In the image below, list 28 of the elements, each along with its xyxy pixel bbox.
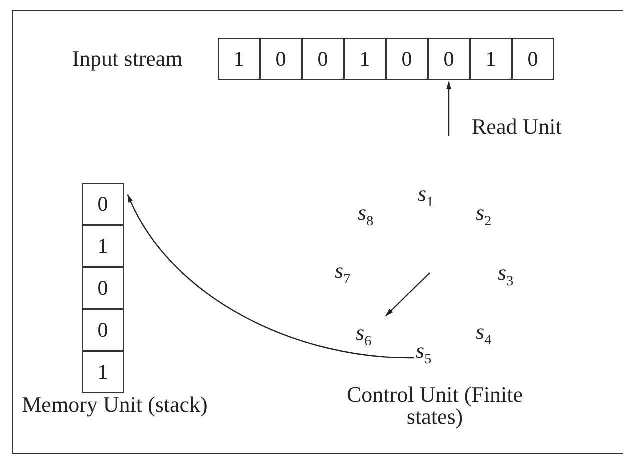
tape-cell: 1 — [82, 351, 124, 393]
arrow — [446, 81, 452, 136]
arrow — [127, 194, 414, 359]
tape-cell: 0 — [82, 309, 124, 351]
unit-label: Read Unit — [472, 116, 562, 138]
tape-cell: 0 — [386, 38, 428, 80]
state-label: s$_{3}$ — [498, 262, 514, 290]
tape-cell: 1 — [344, 38, 386, 80]
tape-cell: 0 — [82, 267, 124, 309]
unit-label: Control Unit (Finite states) — [346, 384, 524, 428]
state-label: s$_{2}$ — [476, 202, 492, 230]
unit-label: Input stream — [71, 48, 184, 70]
tape-cell: 0 — [260, 38, 302, 80]
state-label: s$_{4}$ — [476, 321, 492, 348]
tape-cell: 0 — [302, 38, 344, 80]
state-label: s$_{6}$ — [356, 322, 372, 350]
tape-cell: 1 — [218, 38, 260, 80]
tape-cell: 0 — [428, 38, 470, 80]
unit-label: Memory Unit (stack) — [21, 394, 209, 416]
state-label: s$_{8}$ — [358, 202, 374, 230]
state-label: s$_{7}$ — [335, 260, 351, 288]
tape-cell: 1 — [82, 225, 124, 267]
tape-cell: 0 — [512, 38, 554, 80]
state-label: s$_{1}$ — [418, 183, 434, 210]
state-label: s$_{5}$ — [416, 340, 432, 368]
arrow — [385, 272, 430, 317]
tape-cell: 0 — [82, 183, 124, 225]
tape-cell: 1 — [470, 38, 512, 80]
